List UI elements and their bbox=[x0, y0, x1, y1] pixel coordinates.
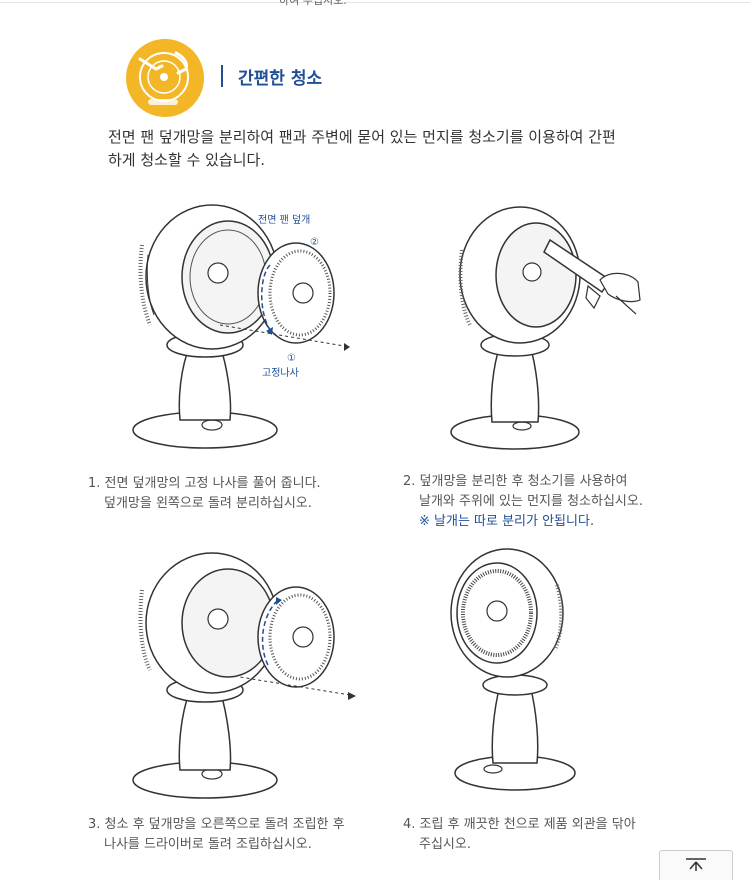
marker-step1: ① bbox=[287, 353, 296, 364]
scroll-to-top-button[interactable] bbox=[659, 850, 733, 880]
header-fragment-line2: 하여 주십시오. bbox=[279, 0, 347, 7]
step-2-note: ※ 날개는 따로 분리가 안됩니다. bbox=[419, 514, 595, 529]
step-1-line2: 덮개망을 왼쪽으로 돌려 분리하십시오. bbox=[104, 496, 312, 511]
header-fragment: 하여 주십시오. bbox=[279, 0, 347, 8]
label-front-cover: 전면 팬 덮개 bbox=[258, 214, 310, 226]
step-3-line2: 나사를 드라이버로 돌려 조립하십시오. bbox=[104, 837, 312, 852]
illustration-attach-cover bbox=[132, 552, 356, 799]
illustration-vacuum-blades bbox=[450, 206, 641, 450]
illustration-remove-cover: 전면 팬 덮개 ② ① 고정나사 bbox=[132, 204, 351, 449]
arrow-up-icon bbox=[686, 858, 706, 871]
illustration-assembled-fan bbox=[450, 548, 576, 791]
intro-line1: 전면 팬 덮개망을 분리하여 팬과 주변에 묻어 있는 먼지를 청소기를 이용하… bbox=[108, 128, 616, 146]
step-4-line2: 주십시오. bbox=[419, 837, 471, 852]
step-2-caption: 2. 덮개망을 분리한 후 청소기를 사용하여 날개와 주위에 있는 먼지를 청… bbox=[403, 472, 643, 532]
step-2-line2: 날개와 주위에 있는 먼지를 청소하십시오. bbox=[419, 494, 643, 509]
label-fixing-screw: 고정나사 bbox=[262, 367, 299, 379]
step-4-caption: 4. 조립 후 깨끗한 천으로 제품 외관을 닦아 주십시오. bbox=[403, 815, 636, 855]
step-2-line1: 2. 덮개망을 분리한 후 청소기를 사용하여 bbox=[403, 474, 628, 489]
step-4-line1: 4. 조립 후 깨끗한 천으로 제품 외관을 닦아 bbox=[403, 817, 636, 832]
step-3-line1: 3. 청소 후 덮개망을 오른쪽으로 돌려 조립한 후 bbox=[88, 817, 345, 832]
intro-paragraph: 전면 팬 덮개망을 분리하여 팬과 주변에 묻어 있는 먼지를 청소기를 이용하… bbox=[108, 126, 688, 172]
marker-step2: ② bbox=[310, 237, 319, 248]
step-3-caption: 3. 청소 후 덮개망을 오른쪽으로 돌려 조립한 후 나사를 드라이버로 돌려… bbox=[88, 815, 345, 855]
section-divider bbox=[221, 65, 223, 87]
intro-line2: 하게 청소할 수 있습니다. bbox=[108, 151, 266, 169]
vacuum-cleaning-icon bbox=[126, 39, 204, 117]
section-title: 간편한 청소 bbox=[238, 69, 323, 89]
step-1-caption: 1. 전면 덮개망의 고정 나사를 풀어 줍니다. 덮개망을 왼쪽으로 돌려 분… bbox=[88, 474, 321, 514]
step-1-line1: 1. 전면 덮개망의 고정 나사를 풀어 줍니다. bbox=[88, 476, 321, 491]
top-border bbox=[0, 2, 750, 3]
